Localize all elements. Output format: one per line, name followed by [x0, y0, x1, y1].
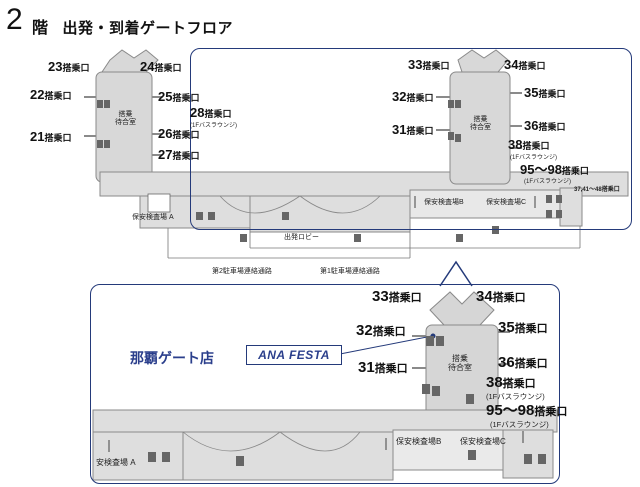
- zoom-gate-35: 35搭乗口: [498, 319, 548, 336]
- parking-1-corridor: 第1駐車場連絡通路: [320, 268, 380, 275]
- waiting-room-right: 搭乗待合室: [470, 116, 491, 131]
- zoom-waiting-room: 搭乗待合室: [448, 354, 472, 372]
- gate-21: 21搭乗口: [30, 129, 72, 144]
- gate-26: 26搭乗口: [158, 126, 200, 141]
- zoom-security-b: 保安検査場B: [396, 437, 442, 446]
- zoom-gate-31: 31搭乗口: [358, 359, 408, 376]
- gate-25: 25搭乗口: [158, 89, 200, 104]
- floor-subtitle: 出発・到着ゲートフロア: [62, 20, 234, 37]
- zoom-security-a: 安検査場 A: [96, 458, 136, 467]
- security-a: 保安検査場 A: [132, 214, 174, 221]
- departure-lobby: 出発ロビー: [284, 234, 319, 241]
- left-pier: [95, 49, 159, 183]
- gates-37-41-48: 37,41～48搭乗口: [574, 187, 620, 193]
- gate-35: 35搭乗口: [524, 85, 566, 100]
- gate-27: 27搭乗口: [158, 147, 200, 162]
- gate-95-98-bus-lounge: (1Fバスラウンジ): [524, 179, 571, 185]
- security-c: 保安検査場C: [486, 199, 527, 206]
- zoom-gate-95-98-bus-lounge: (1Fバスラウンジ): [490, 420, 549, 429]
- zoom-gate-36: 36搭乗口: [498, 354, 548, 371]
- ana-festa-logo: ANA FESTA: [246, 345, 342, 365]
- right-pier: [449, 49, 511, 185]
- gate-22: 22搭乗口: [30, 87, 72, 102]
- parking-2-corridor: 第2駐車場連絡通路: [212, 268, 272, 275]
- gate-34: 34搭乗口: [504, 57, 546, 72]
- zoom-gate-95-98: 95～98搭乗口: [486, 402, 568, 419]
- floor-suffix: 階: [32, 20, 49, 37]
- highlight-frame: [190, 48, 632, 230]
- gate-95-98: 95～98搭乗口: [520, 162, 589, 177]
- floor-number: 2: [6, 4, 23, 36]
- zoom-gate-34: 34搭乗口: [476, 288, 526, 305]
- gate-38: 38搭乗口: [508, 137, 550, 152]
- waiting-room-left: 搭乗待合室: [115, 111, 136, 126]
- gate-38-bus-lounge: (1Fバスラウンジ): [510, 155, 557, 161]
- zoom-gate-32: 32搭乗口: [356, 322, 406, 339]
- gate-31: 31搭乗口: [392, 122, 434, 137]
- main-concourse: [99, 171, 629, 233]
- gate-24: 24搭乗口: [140, 59, 182, 74]
- zoom-frame: [90, 284, 560, 484]
- store-name: 那覇ゲート店: [130, 350, 214, 366]
- zoom-gate-38: 38搭乗口: [486, 374, 536, 391]
- gate-32: 32搭乗口: [392, 89, 434, 104]
- zoom-gate-38-bus-lounge: (1Fバスラウンジ): [486, 392, 545, 401]
- gate-28: 28搭乗口: [190, 105, 232, 120]
- floor-number-digit: 2: [6, 3, 23, 36]
- security-b: 保安検査場B: [424, 199, 464, 206]
- zoom-gate-33: 33搭乗口: [372, 288, 422, 305]
- gate-36: 36搭乗口: [524, 118, 566, 133]
- gate-33: 33搭乗口: [408, 57, 450, 72]
- gate-23: 23搭乗口: [48, 59, 90, 74]
- page-title: 階出発・到着ゲートフロア: [32, 14, 233, 38]
- zoom-security-c: 保安検査場C: [460, 437, 506, 446]
- gate-28-bus-lounge: (1Fバスラウンジ): [190, 123, 237, 129]
